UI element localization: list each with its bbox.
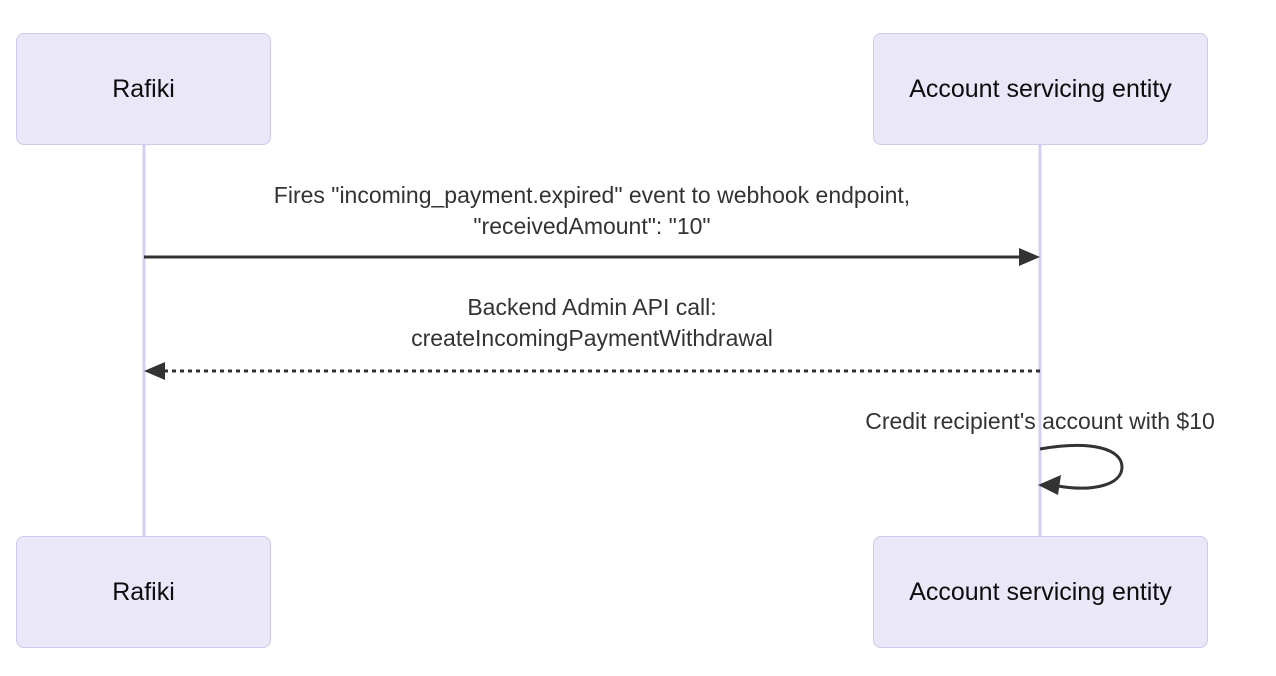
actor-box-rafiki-bottom: Rafiki bbox=[16, 536, 271, 648]
actor-label: Account servicing entity bbox=[909, 74, 1172, 103]
message-1-line1: Fires "incoming_payment.expired" event t… bbox=[273, 182, 911, 208]
message-2-label: Backend Admin API call: createIncomingPa… bbox=[144, 292, 1040, 354]
actor-label: Account servicing entity bbox=[909, 577, 1172, 606]
message-1-line2: "receivedAmount": "10" bbox=[473, 213, 711, 239]
message-1-label: Fires "incoming_payment.expired" event t… bbox=[144, 180, 1040, 242]
message-1-arrowhead bbox=[1019, 248, 1040, 266]
actor-box-account-servicing-entity-top: Account servicing entity bbox=[873, 33, 1208, 145]
actor-box-account-servicing-entity-bottom: Account servicing entity bbox=[873, 536, 1208, 648]
message-2-line1: Backend Admin API call: bbox=[467, 294, 717, 320]
message-2-line2: createIncomingPaymentWithdrawal bbox=[411, 325, 773, 351]
message-3-label: Credit recipient's account with $10 bbox=[815, 406, 1265, 437]
actor-label: Rafiki bbox=[112, 577, 175, 606]
actor-box-rafiki-top: Rafiki bbox=[16, 33, 271, 145]
message-3-arrowhead bbox=[1038, 475, 1061, 495]
message-2-arrowhead bbox=[144, 362, 165, 380]
actor-label: Rafiki bbox=[112, 74, 175, 103]
message-3-self-loop-curve bbox=[1039, 443, 1124, 490]
message-3-line1: Credit recipient's account with $10 bbox=[865, 408, 1215, 434]
